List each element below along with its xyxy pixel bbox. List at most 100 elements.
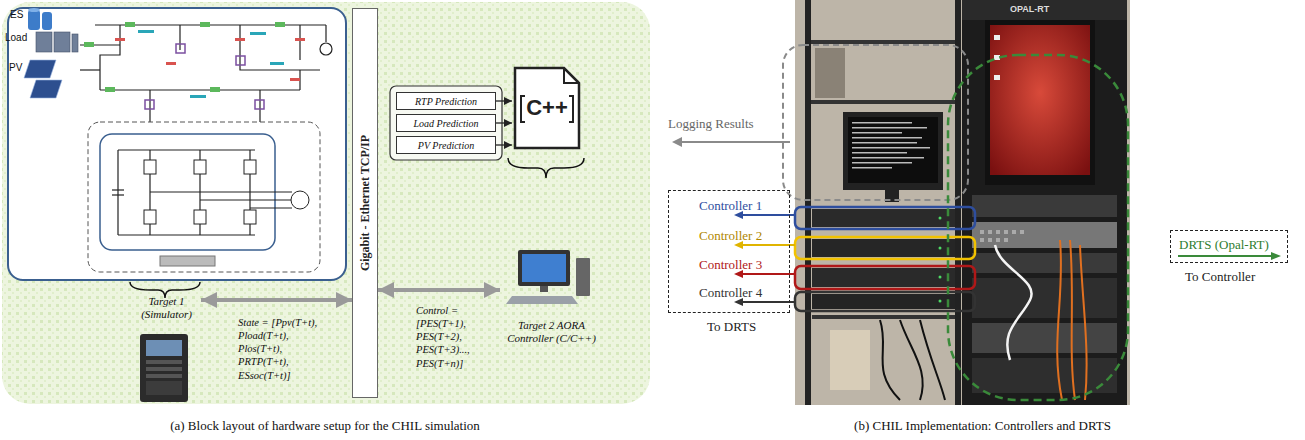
lab-photo	[1057, 240, 1086, 400]
panel-ground	[2, 2, 650, 404]
prediction-box: PV Prediction	[396, 136, 496, 154]
power-system-schematic	[259, 90, 260, 122]
lab-photo	[994, 35, 1000, 80]
power-system-schematic	[144, 160, 256, 224]
simulator-cabinet-icon	[146, 340, 182, 356]
power-system-schematic	[235, 38, 245, 41]
lab-photo	[994, 75, 1000, 80]
lab-photo	[1020, 230, 1024, 234]
lab-photo	[939, 276, 942, 279]
lab-photo	[852, 142, 917, 144]
power-system-schematic	[138, 30, 154, 33]
power-system-schematic	[291, 191, 309, 209]
lab-photo	[852, 122, 930, 169]
lab-photo	[980, 230, 984, 234]
logging-arrow	[680, 141, 790, 143]
power-system-schematic	[145, 44, 264, 109]
lab-photo	[852, 162, 912, 164]
lab-photo	[795, 0, 1130, 405]
power-system-schematic	[8, 8, 346, 280]
node-text: C++	[526, 95, 568, 121]
lab-photo	[980, 230, 1024, 242]
power-system-schematic	[240, 25, 320, 70]
power-system-schematic	[250, 207, 292, 208]
controller-group: Controller 1Controller 2Controller 3Cont…	[668, 190, 790, 313]
lab-photo	[1004, 230, 1008, 234]
lab-photo	[815, 48, 845, 98]
pv-icon	[24, 60, 62, 98]
power-system-schematic	[176, 44, 185, 53]
lab-photo	[1004, 238, 1008, 242]
node-text: DRTS (Opal-RT)	[1179, 237, 1269, 253]
simulator-cabinet-icon	[146, 374, 182, 378]
logging-arrow	[672, 137, 790, 147]
power-system-schematic	[144, 210, 156, 224]
power-system-schematic	[80, 69, 100, 70]
node-text: To DRTS	[707, 319, 756, 335]
power-system-schematic	[88, 122, 320, 272]
connector	[201, 298, 352, 302]
lab-photo	[830, 330, 870, 390]
lab-photo	[812, 268, 955, 287]
load-icon	[72, 34, 78, 52]
lab-photo	[972, 195, 1117, 217]
node-text: Controller 2	[699, 228, 762, 244]
lab-photo	[980, 238, 984, 242]
power-system-schematic	[299, 25, 300, 60]
load-icon	[36, 32, 78, 52]
power-system-schematic	[244, 160, 256, 174]
power-system-schematic	[138, 30, 284, 98]
load-icon	[54, 32, 70, 52]
lab-photo	[994, 55, 1000, 60]
lab-photo	[812, 239, 955, 257]
power-system-schematic	[100, 25, 120, 90]
power-system-schematic	[200, 199, 292, 200]
lab-photo	[972, 222, 1117, 248]
energy-storage-icon	[28, 10, 40, 30]
lab-photo	[972, 323, 1117, 353]
logging-outline	[783, 45, 968, 200]
label: State = [Ppv(T+t), Pload(T+t), Plos(T+t)…	[238, 316, 318, 382]
lab-photo	[880, 320, 945, 400]
computer-icon	[576, 258, 590, 296]
power-system-schematic	[325, 25, 326, 42]
power-system-schematic	[112, 194, 124, 195]
controller-arrows	[742, 273, 795, 275]
lab-photo	[988, 230, 992, 234]
power-system-schematic	[115, 38, 125, 41]
prediction-box: Load Prediction	[396, 114, 496, 132]
node-text: Controller 1	[699, 198, 762, 214]
lab-photo	[939, 217, 942, 220]
energy-storage-icon	[28, 8, 40, 12]
lab-photo	[939, 300, 942, 303]
simulator-cabinet-icon	[146, 360, 182, 364]
load-icon	[36, 32, 52, 52]
drts-group: DRTS (Opal-RT)To Controller	[1170, 230, 1288, 263]
power-system-schematic	[179, 25, 180, 50]
power-system-schematic	[250, 32, 266, 35]
power-system-schematic	[270, 62, 284, 65]
label: PV	[9, 62, 22, 73]
power-system-schematic	[244, 210, 256, 224]
power-system-schematic	[117, 150, 118, 235]
lab-photo	[812, 209, 955, 227]
controller-arrows	[742, 301, 795, 303]
energy-storage-icon	[28, 8, 52, 30]
lab-photo	[1012, 230, 1016, 234]
power-system-schematic	[84, 22, 285, 92]
node-text: Gigabit - Ethernet TCP/IP	[358, 135, 373, 271]
drts-arrow	[1178, 255, 1272, 257]
connector	[496, 100, 512, 101]
power-system-schematic	[118, 234, 255, 235]
power-system-schematic	[194, 210, 206, 224]
caption: (b) CHIL Implementation: Controllers and…	[660, 418, 1305, 434]
lab-photo	[852, 167, 892, 169]
drts-outline	[948, 55, 1128, 400]
connector	[496, 144, 512, 145]
power-system-schematic	[84, 42, 94, 47]
node-text: Target 2 AORA Controller (C/C++)	[500, 319, 603, 345]
lab-photo	[848, 117, 938, 183]
power-system-schematic	[320, 43, 332, 55]
node-text: Controller 3	[699, 257, 762, 273]
